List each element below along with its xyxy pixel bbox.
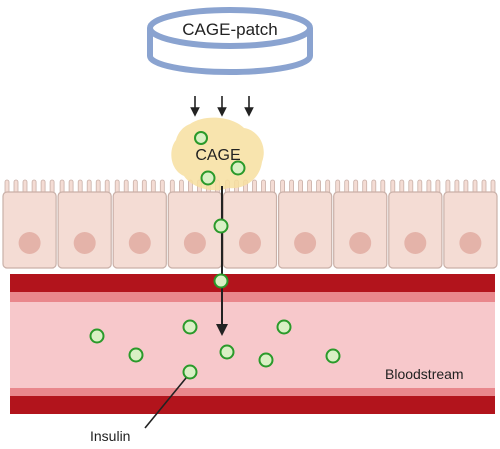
vessel-wall-top <box>10 274 495 292</box>
cell-body <box>333 191 388 269</box>
epithelial-cell-icon <box>388 179 443 269</box>
insulin-molecule-icon <box>194 131 208 145</box>
insulin-leader-line <box>144 377 187 429</box>
insulin-molecule-icon <box>230 160 246 176</box>
cell-body <box>388 191 443 269</box>
insulin-molecule-icon <box>213 218 229 234</box>
patch-label: CAGE-patch <box>182 20 277 39</box>
nucleus <box>459 232 482 254</box>
insulin-molecule-icon <box>219 344 235 360</box>
cage-droplet-icon: CAGE <box>171 117 264 191</box>
vessel-inner-bottom <box>10 388 495 396</box>
cage-patch: CAGE-patch <box>147 7 313 75</box>
epithelial-cell-icon <box>167 179 223 269</box>
cell-body <box>167 191 223 269</box>
insulin-molecule-icon <box>213 273 229 289</box>
insulin-label: Insulin <box>90 428 130 444</box>
vessel-inner-top <box>10 292 495 302</box>
epithelial-cell-icon <box>278 179 333 269</box>
epithelial-cell-icon <box>333 179 388 269</box>
epithelial-cell-icon <box>112 179 167 269</box>
insulin-molecule-icon <box>200 170 216 186</box>
insulin-molecule-icon <box>182 364 198 380</box>
cell-body <box>222 191 278 269</box>
nucleus <box>73 232 96 254</box>
insulin-molecule-icon <box>89 328 105 344</box>
epithelial-cell-icon <box>57 179 112 269</box>
epithelial-cell-icon <box>2 179 57 269</box>
cell-body <box>112 191 167 269</box>
cell-body <box>57 191 112 269</box>
nucleus <box>294 232 317 254</box>
epithelial-layer <box>2 179 498 269</box>
insulin-callout: Insulin <box>90 377 187 444</box>
release-arrows <box>190 96 254 117</box>
vessel-wall-bottom <box>10 396 495 414</box>
blood-vessel: Bloodstream <box>10 274 495 414</box>
nucleus <box>18 232 41 254</box>
cell-body <box>443 191 498 269</box>
nucleus <box>183 232 206 254</box>
nucleus <box>404 232 427 254</box>
insulin-molecule-icon <box>325 348 341 364</box>
epithelial-cell-icon <box>443 179 498 269</box>
patch-top <box>147 7 313 49</box>
insulin-molecule-icon <box>258 352 274 368</box>
bloodstream-label: Bloodstream <box>385 366 464 382</box>
insulin-molecule-icon <box>128 347 144 363</box>
nucleus <box>349 232 372 254</box>
insulin-molecule-icon <box>182 319 198 335</box>
insulin-molecule-icon <box>276 319 292 335</box>
epithelial-cell-icon <box>222 179 278 269</box>
cell-body <box>278 191 333 269</box>
insulin-molecules <box>89 131 341 380</box>
nucleus <box>239 232 261 254</box>
cage-label: CAGE <box>195 147 240 164</box>
nucleus <box>128 232 151 254</box>
cell-body <box>2 191 57 269</box>
